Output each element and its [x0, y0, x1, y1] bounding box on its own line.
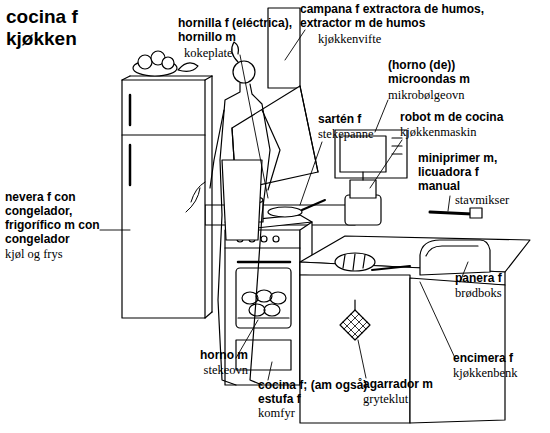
- spanish-term: robot m de cocina: [400, 110, 550, 124]
- woman-cooking: [186, 42, 280, 385]
- spanish-term: panera f: [455, 271, 502, 285]
- spanish-term: encimera f: [453, 351, 513, 365]
- norwegian-term: kjøkkenbenk: [453, 366, 518, 380]
- norwegian-term: stekeovn: [168, 363, 248, 377]
- spanish-term: hornilla f (eléctrica), hornillo m: [178, 16, 318, 44]
- norwegian-term: kjøkkenvifte: [318, 32, 381, 46]
- norwegian-term: kokeplate: [184, 46, 233, 60]
- spanish-term: miniprimer m, licuadora f manual: [418, 151, 508, 193]
- norwegian-term: stavmikser: [455, 193, 509, 207]
- page-title: cocina f kjøkken: [6, 6, 106, 50]
- norwegian-term: brødboks: [455, 286, 502, 300]
- pot-holder: [340, 300, 370, 340]
- spanish-term: campana f extractora de humos, extractor…: [300, 2, 505, 30]
- spanish-term: (horno (de)) microondas m: [388, 58, 488, 86]
- spanish-term: horno m: [168, 348, 248, 362]
- norwegian-term: kjøkkenmaskin: [400, 125, 476, 139]
- norwegian-term: mikrobølgeovn: [388, 88, 464, 102]
- spanish-term: sartén f: [318, 112, 361, 126]
- spanish-term: agarrador m: [363, 377, 433, 391]
- spanish-term: cocina f; (am også) estufa f: [258, 378, 378, 406]
- norwegian-term: gryteklut: [363, 392, 408, 406]
- norwegian-term: stekepanne: [318, 127, 374, 141]
- norwegian-term: kjøl og frys: [5, 247, 63, 261]
- stick-blender: [430, 208, 482, 218]
- bread-loaf: [335, 253, 410, 271]
- norwegian-term: komfyr: [258, 406, 295, 420]
- spanish-term: nevera f con congelador, frigorífico m c…: [5, 190, 103, 246]
- bread-box: [420, 240, 490, 275]
- fridge-freezer: [122, 51, 212, 318]
- worktop: [300, 236, 530, 423]
